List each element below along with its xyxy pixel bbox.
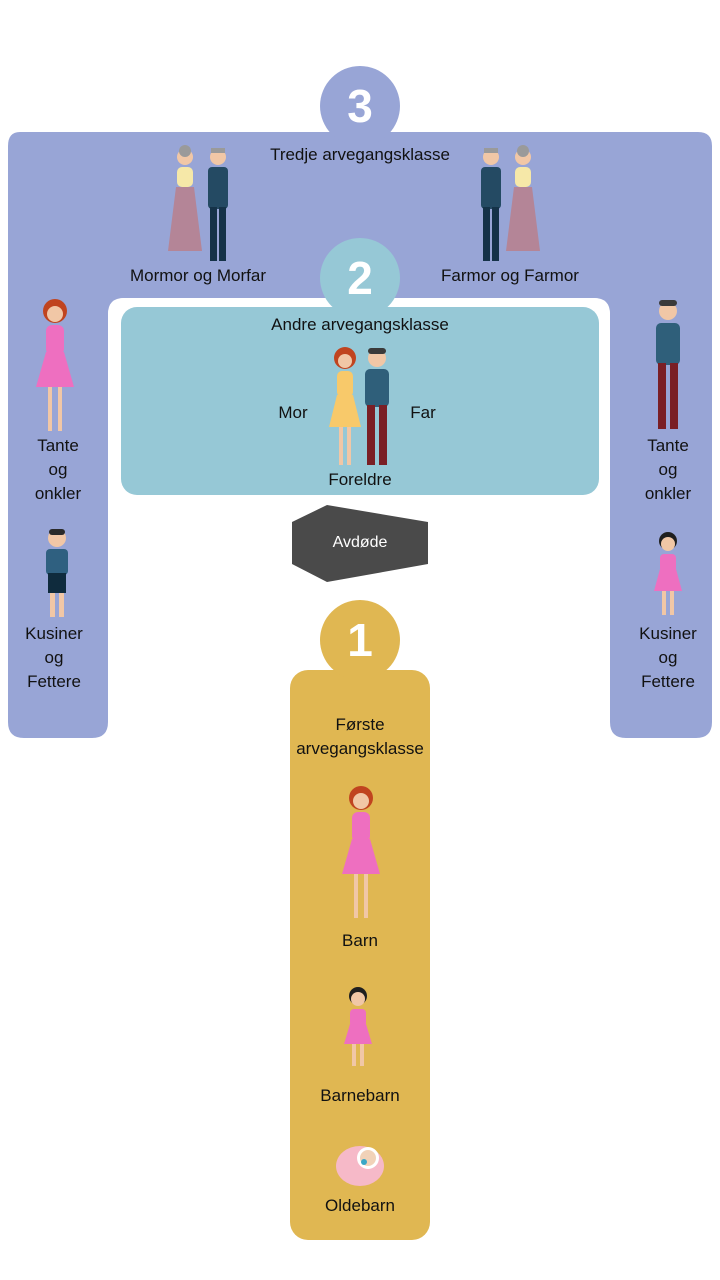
left-aunts-label-3: onkler — [34, 484, 82, 503]
class2-box — [121, 307, 599, 495]
class1-box — [290, 670, 430, 1240]
class3-number-badge: 3 — [320, 66, 400, 146]
uncle-icon — [656, 300, 680, 429]
cousin-girl-icon — [654, 532, 682, 615]
left-cousins-label-2: og — [44, 648, 64, 667]
aunt-icon — [36, 299, 74, 431]
right-aunts-label-1: Tante — [647, 436, 689, 455]
right-cousins-label-3: Fettere — [641, 672, 695, 691]
class1-number-badge: 1 — [320, 600, 400, 680]
child-icon — [342, 786, 380, 918]
parents-label: Foreldre — [328, 470, 392, 489]
right-aunts-label-3: onkler — [644, 484, 692, 503]
grandmother-icon — [168, 145, 202, 251]
class2-number-badge: 2 — [320, 238, 400, 318]
class1-title-line1: Første — [335, 715, 385, 734]
grandchild-icon — [344, 987, 372, 1066]
right-cousins-label-2: og — [658, 648, 678, 667]
left-aunts-label-2: og — [48, 460, 68, 479]
father-icon — [365, 348, 389, 465]
deceased-label: Avdøde — [332, 534, 388, 551]
mother-label: Mor — [278, 403, 308, 422]
left-aunts-label-1: Tante — [37, 436, 79, 455]
mother-icon — [329, 347, 361, 465]
grandfather-icon — [481, 148, 501, 261]
right-cousins-label-1: Kusiner — [639, 624, 697, 643]
grandchild-label: Barnebarn — [320, 1086, 400, 1105]
class1-title-line2: arvegangsklasse — [296, 739, 424, 758]
right-aunts-label-2: og — [658, 460, 678, 479]
great-grandchild-label: Oldebarn — [325, 1196, 395, 1215]
grandmother-icon — [506, 145, 540, 251]
class3-number: 3 — [347, 80, 373, 132]
cousin-boy-icon — [46, 529, 68, 617]
left-cousins-label-1: Kusiner — [25, 624, 83, 643]
class2-title: Andre arvegangsklasse — [271, 315, 449, 334]
paternal-grandparents-label: Farmor og Farmor — [441, 266, 579, 285]
grandfather-icon — [208, 148, 228, 261]
class2-number: 2 — [347, 252, 373, 304]
class3-title: Tredje arvegangsklasse — [270, 145, 450, 164]
maternal-grandparents-label: Mormor og Morfar — [129, 266, 267, 285]
father-label: Far — [410, 403, 436, 422]
child-label: Barn — [342, 931, 378, 950]
left-cousins-label-3: Fettere — [27, 672, 81, 691]
class1-number: 1 — [347, 614, 373, 666]
baby-icon — [336, 1146, 384, 1186]
